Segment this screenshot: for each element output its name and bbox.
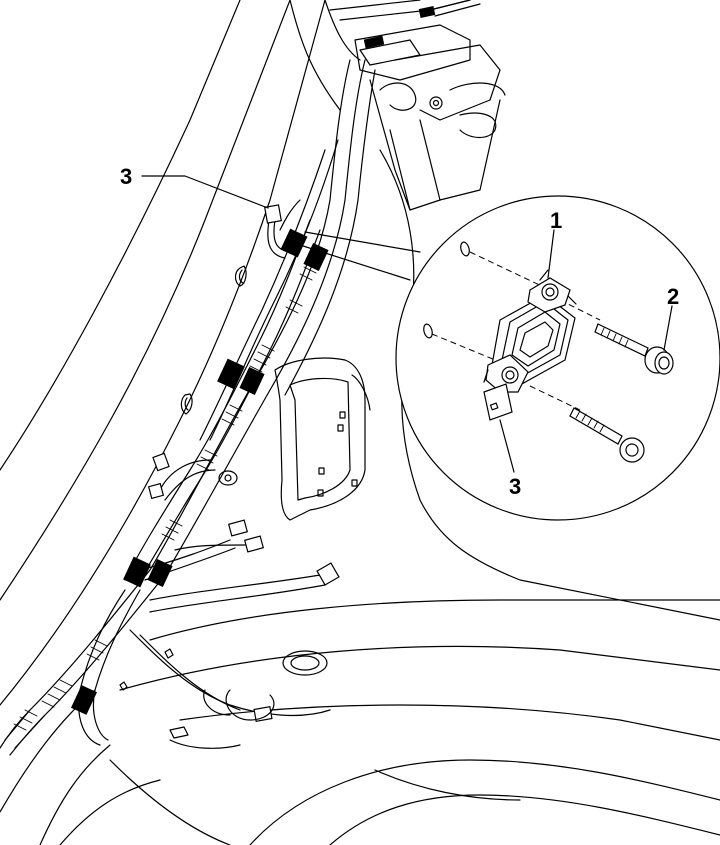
bolt-icon-lower bbox=[569, 407, 645, 463]
bolt-icon bbox=[594, 323, 674, 375]
detail-leader bbox=[299, 231, 421, 281]
callout-3-harness-connector: 3 bbox=[120, 164, 132, 189]
panel-holes bbox=[119, 265, 328, 749]
harness-black-clips bbox=[71, 228, 329, 715]
callout-2-bolt: 2 bbox=[667, 284, 679, 309]
callout-leaders bbox=[141, 175, 673, 473]
wiring-harness bbox=[0, 59, 376, 756]
connector-icon bbox=[483, 383, 513, 421]
detail-view bbox=[395, 195, 720, 521]
seat-back-trim bbox=[274, 357, 371, 521]
callout-1-crash-sensor: 1 bbox=[550, 208, 562, 233]
airbag-crash-sensor-icon bbox=[483, 269, 577, 393]
callout-3-sensor-connector: 3 bbox=[509, 474, 521, 499]
harness-tape-wraps bbox=[13, 259, 321, 731]
upper-bracket bbox=[329, 0, 506, 211]
harness-connectors bbox=[147, 204, 340, 722]
